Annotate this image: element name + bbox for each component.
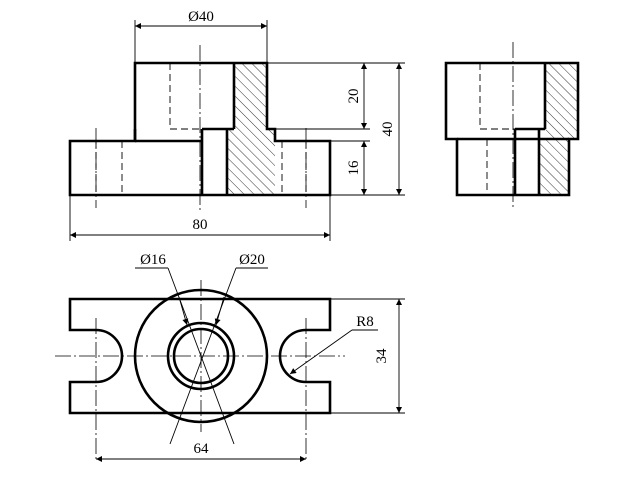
dim-radius: R8 xyxy=(356,314,374,330)
side-hatch-lower xyxy=(539,139,569,195)
dim-base-height: 16 xyxy=(346,160,362,176)
side-outline xyxy=(444,61,580,197)
dim-total-width: 80 xyxy=(193,217,208,233)
leader-r8-line xyxy=(289,329,353,375)
dim-top-diameter: Ø40 xyxy=(188,9,214,25)
leader-d20-line xyxy=(169,267,237,445)
side-view xyxy=(444,42,580,210)
leader-d20-arrow xyxy=(214,296,225,326)
dim-slot-spacing: 64 xyxy=(194,441,210,457)
leader-d16-arrow xyxy=(178,296,189,326)
section-hatch-lower xyxy=(227,129,275,195)
front-view: Ø40 20 16 40 80 xyxy=(68,9,405,241)
dim-total-height: 40 xyxy=(380,122,396,137)
dim-upper-height: 20 xyxy=(346,89,362,104)
dim-outer-bore-diameter: Ø20 xyxy=(239,252,265,268)
section-hatch-upper xyxy=(234,63,267,129)
side-hatch-upper xyxy=(545,63,578,139)
dim-depth: 34 xyxy=(374,348,390,364)
dim-inner-diameter: Ø16 xyxy=(140,252,166,268)
top-view: Ø16 Ø20 R8 34 64 xyxy=(55,252,405,462)
